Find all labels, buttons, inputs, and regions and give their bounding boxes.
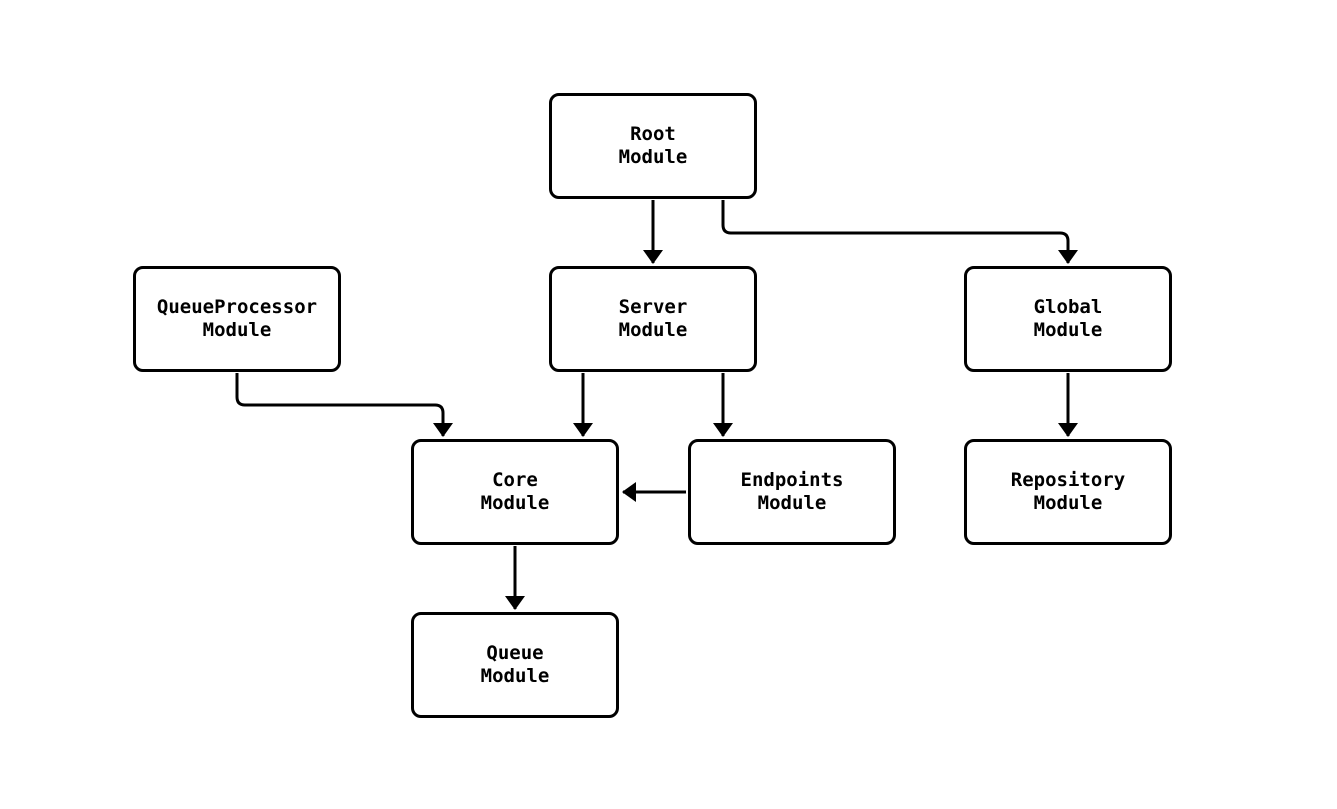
node-core-module: Core Module	[411, 439, 619, 545]
node-queue-module-label: Queue Module	[480, 642, 550, 687]
node-queueprocessor-module: QueueProcessor Module	[133, 266, 341, 372]
node-root-module-label: Root Module	[618, 123, 688, 168]
node-core-module-label: Core Module	[480, 469, 550, 514]
edge-queueprocessor-to-core	[235, 373, 453, 437]
node-repository-module-label: Repository Module	[1010, 469, 1126, 514]
node-repository-module: Repository Module	[964, 439, 1172, 545]
node-server-module-label: Server Module	[618, 296, 688, 341]
node-endpoints-module: Endpoints Module	[688, 439, 896, 545]
edge-root-to-global	[721, 200, 1078, 264]
node-root-module: Root Module	[549, 93, 757, 199]
node-global-module-label: Global Module	[1033, 296, 1103, 341]
node-queueprocessor-module-label: QueueProcessor Module	[156, 296, 318, 341]
node-queue-module: Queue Module	[411, 612, 619, 718]
node-server-module: Server Module	[549, 266, 757, 372]
node-global-module: Global Module	[964, 266, 1172, 372]
node-endpoints-module-label: Endpoints Module	[740, 469, 844, 514]
